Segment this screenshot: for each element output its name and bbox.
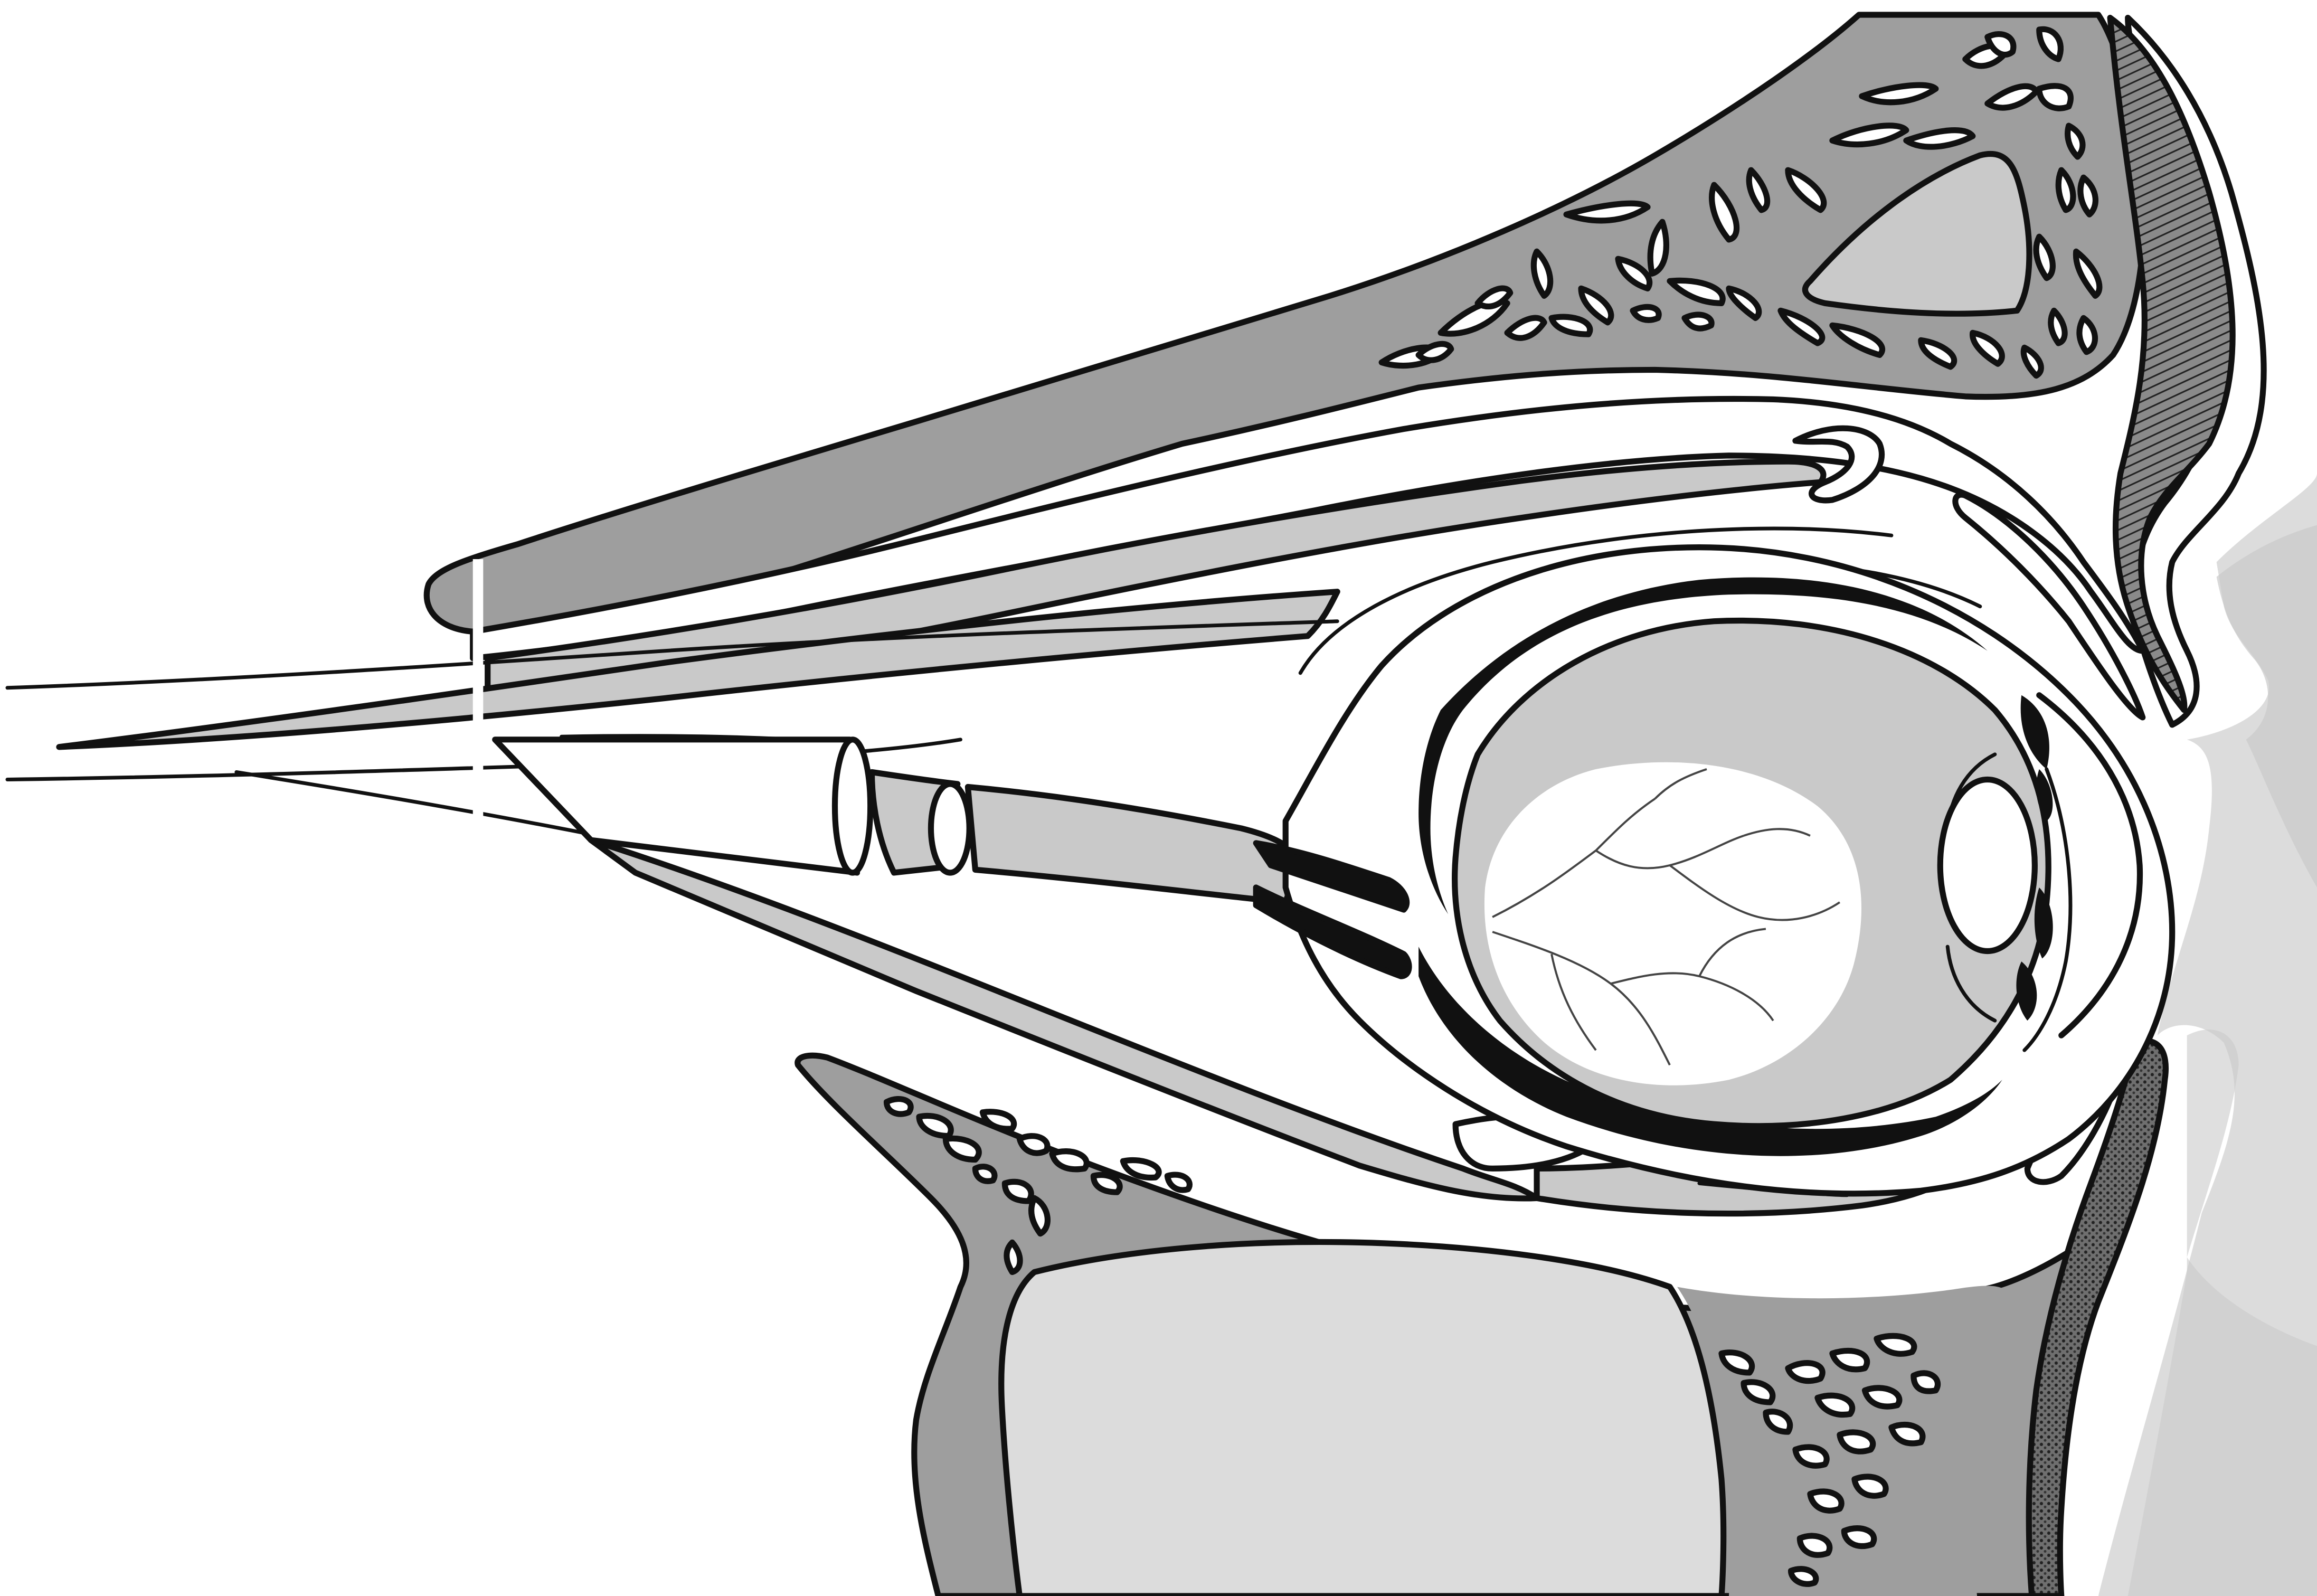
- lens: [1940, 779, 2035, 951]
- optic-nerve: [495, 740, 1301, 902]
- eyeball: [1256, 547, 2172, 1194]
- retina-fundus: [1484, 762, 1861, 1085]
